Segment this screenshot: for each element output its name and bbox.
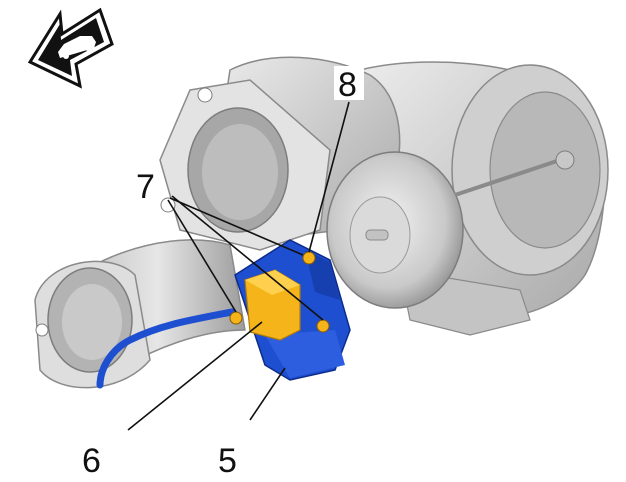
leader-5 — [249, 367, 286, 421]
bolt-7b — [316, 319, 330, 333]
callout-8: 8 — [338, 66, 357, 104]
bolts — [229, 251, 330, 333]
leader-8 — [308, 101, 350, 253]
bolt-7a — [229, 311, 243, 325]
exhaust-pipe — [34, 239, 246, 389]
callout-5: 5 — [218, 442, 237, 480]
wastegate-actuator — [326, 150, 575, 309]
callout-6: 6 — [82, 442, 101, 480]
callout-8-bg — [334, 66, 364, 100]
leader-7b — [169, 197, 304, 256]
leader-6 — [127, 321, 263, 431]
car-silhouette-icon — [58, 36, 96, 59]
leader-7a — [167, 199, 237, 313]
callout-7: 7 — [136, 168, 155, 206]
blue-pipe — [96, 308, 236, 389]
bolt-8 — [302, 251, 316, 265]
leader-lines — [127, 101, 350, 431]
vehicle-front-arrow-icon — [27, 7, 114, 89]
leader-7c — [171, 195, 324, 321]
component-6-bracket — [244, 269, 301, 341]
